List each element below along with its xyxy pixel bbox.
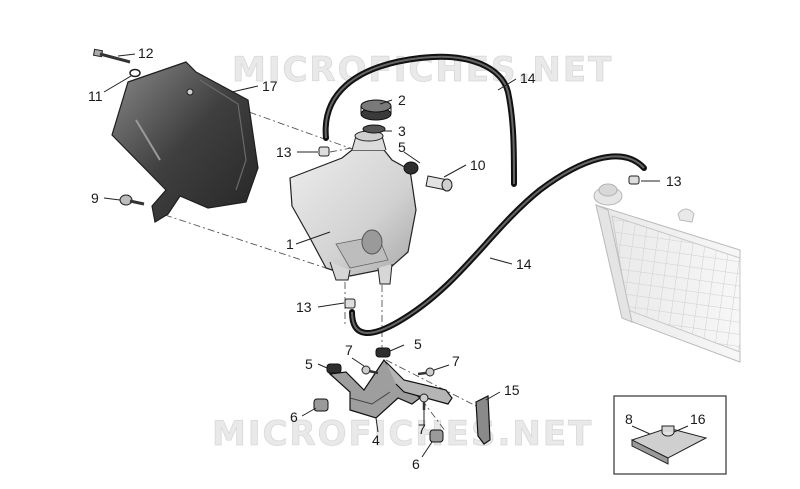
callout-5-left: 5	[305, 356, 313, 372]
callout-17: 17	[262, 78, 278, 94]
callout-10: 10	[470, 157, 486, 173]
part-13-clamp-bottom	[344, 298, 356, 309]
part-4-bracket	[328, 358, 453, 419]
part-3-seal-ring	[362, 124, 386, 134]
callout-13-right: 13	[666, 173, 682, 189]
callout-7-right: 7	[452, 353, 460, 369]
assembly-lines	[164, 91, 481, 433]
callout-4: 4	[372, 432, 380, 448]
radiator	[593, 183, 741, 363]
part-5-grommet-right	[375, 347, 391, 358]
callout-14-top: 14	[520, 70, 536, 86]
callout-labels: 12 11 17 14 2 3 13 5 10 13 9 1 14 13 5 7…	[88, 45, 706, 472]
callout-9: 9	[91, 190, 99, 206]
callout-12: 12	[138, 45, 154, 61]
callout-13-top: 13	[276, 144, 292, 160]
part-5-grommet-tank	[403, 161, 419, 175]
callout-5-tank: 5	[398, 139, 406, 155]
part-2-cap	[360, 99, 392, 121]
part-15-plate	[475, 395, 491, 445]
part-14-hose-lower	[349, 153, 647, 336]
part-9-screw	[119, 194, 145, 206]
callout-3: 3	[398, 123, 406, 139]
part-10-spacer	[425, 175, 453, 192]
callout-16: 16	[690, 411, 706, 427]
part-6-clip-left	[313, 398, 329, 412]
watermark-bottom: MICROFICHES.NET	[212, 414, 593, 454]
callout-5-right: 5	[414, 336, 422, 352]
callout-1: 1	[286, 236, 294, 252]
callout-8: 8	[625, 411, 633, 427]
part-5-grommet-left	[326, 363, 342, 374]
callout-7-left: 7	[345, 342, 353, 358]
part-14-hose-top	[322, 53, 517, 187]
inset-box	[613, 395, 727, 475]
part-17-cover	[111, 61, 259, 223]
callout-15: 15	[504, 382, 520, 398]
callout-11: 11	[88, 88, 103, 104]
leader-lines	[103, 53, 689, 458]
callout-6-bottom: 6	[412, 456, 420, 472]
callout-6-left: 6	[290, 409, 298, 425]
part-12-bolt	[92, 48, 131, 64]
callout-2: 2	[398, 92, 406, 108]
part-7-screw-b	[417, 367, 435, 377]
part-6-clip-bottom	[429, 429, 444, 443]
part-1-tank	[289, 130, 417, 285]
part-7-screw-c	[419, 393, 429, 410]
part-7-screw-a	[361, 365, 379, 375]
part-13-clamp-right	[628, 175, 640, 185]
callout-7-bottom: 7	[418, 421, 426, 437]
part-13-clamp-top	[318, 146, 330, 157]
callout-13-bottom: 13	[296, 299, 312, 315]
callout-14-lower: 14	[516, 256, 532, 272]
part-11-washer	[129, 68, 141, 78]
